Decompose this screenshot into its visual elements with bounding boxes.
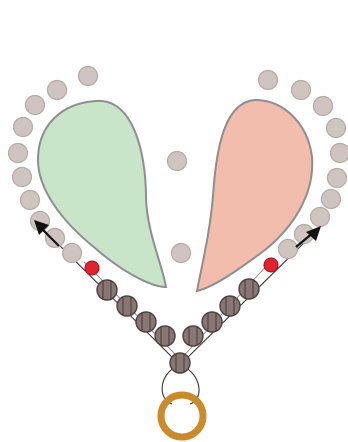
outer-bead bbox=[21, 191, 40, 210]
outer-bead bbox=[328, 169, 347, 188]
outer-bead bbox=[79, 67, 98, 86]
dark-bead bbox=[155, 326, 175, 346]
outer-bead bbox=[46, 229, 65, 248]
outer-bead bbox=[311, 208, 330, 227]
dark-bead bbox=[136, 312, 156, 332]
center-beads bbox=[168, 152, 191, 263]
dark-bead bbox=[202, 312, 222, 332]
right-marker-bead bbox=[264, 258, 278, 272]
dark-bead bbox=[97, 280, 117, 300]
left-petal bbox=[38, 101, 166, 287]
outer-bead bbox=[14, 118, 33, 137]
jump-ring-icon bbox=[161, 395, 203, 437]
dark-bead bbox=[220, 296, 240, 316]
right-petal bbox=[197, 100, 312, 291]
center-bead bbox=[172, 244, 191, 263]
outer-bead bbox=[48, 81, 67, 100]
outer-bead bbox=[322, 190, 341, 209]
dark-beads bbox=[97, 279, 259, 373]
center-bead bbox=[168, 152, 187, 171]
outer-bead bbox=[9, 144, 28, 163]
dark-bead bbox=[170, 353, 190, 373]
outer-bead bbox=[26, 96, 45, 115]
outer-bead bbox=[292, 81, 311, 100]
dark-bead bbox=[183, 326, 203, 346]
dark-bead bbox=[117, 296, 137, 316]
outer-bead bbox=[13, 168, 32, 187]
outer-bead bbox=[331, 144, 348, 163]
outer-bead bbox=[259, 71, 278, 90]
outer-bead bbox=[63, 244, 82, 263]
outer-bead bbox=[279, 240, 298, 259]
left-marker-bead bbox=[85, 261, 99, 275]
outer-bead bbox=[314, 97, 333, 116]
dark-bead bbox=[239, 279, 259, 299]
outer-bead bbox=[327, 119, 346, 138]
